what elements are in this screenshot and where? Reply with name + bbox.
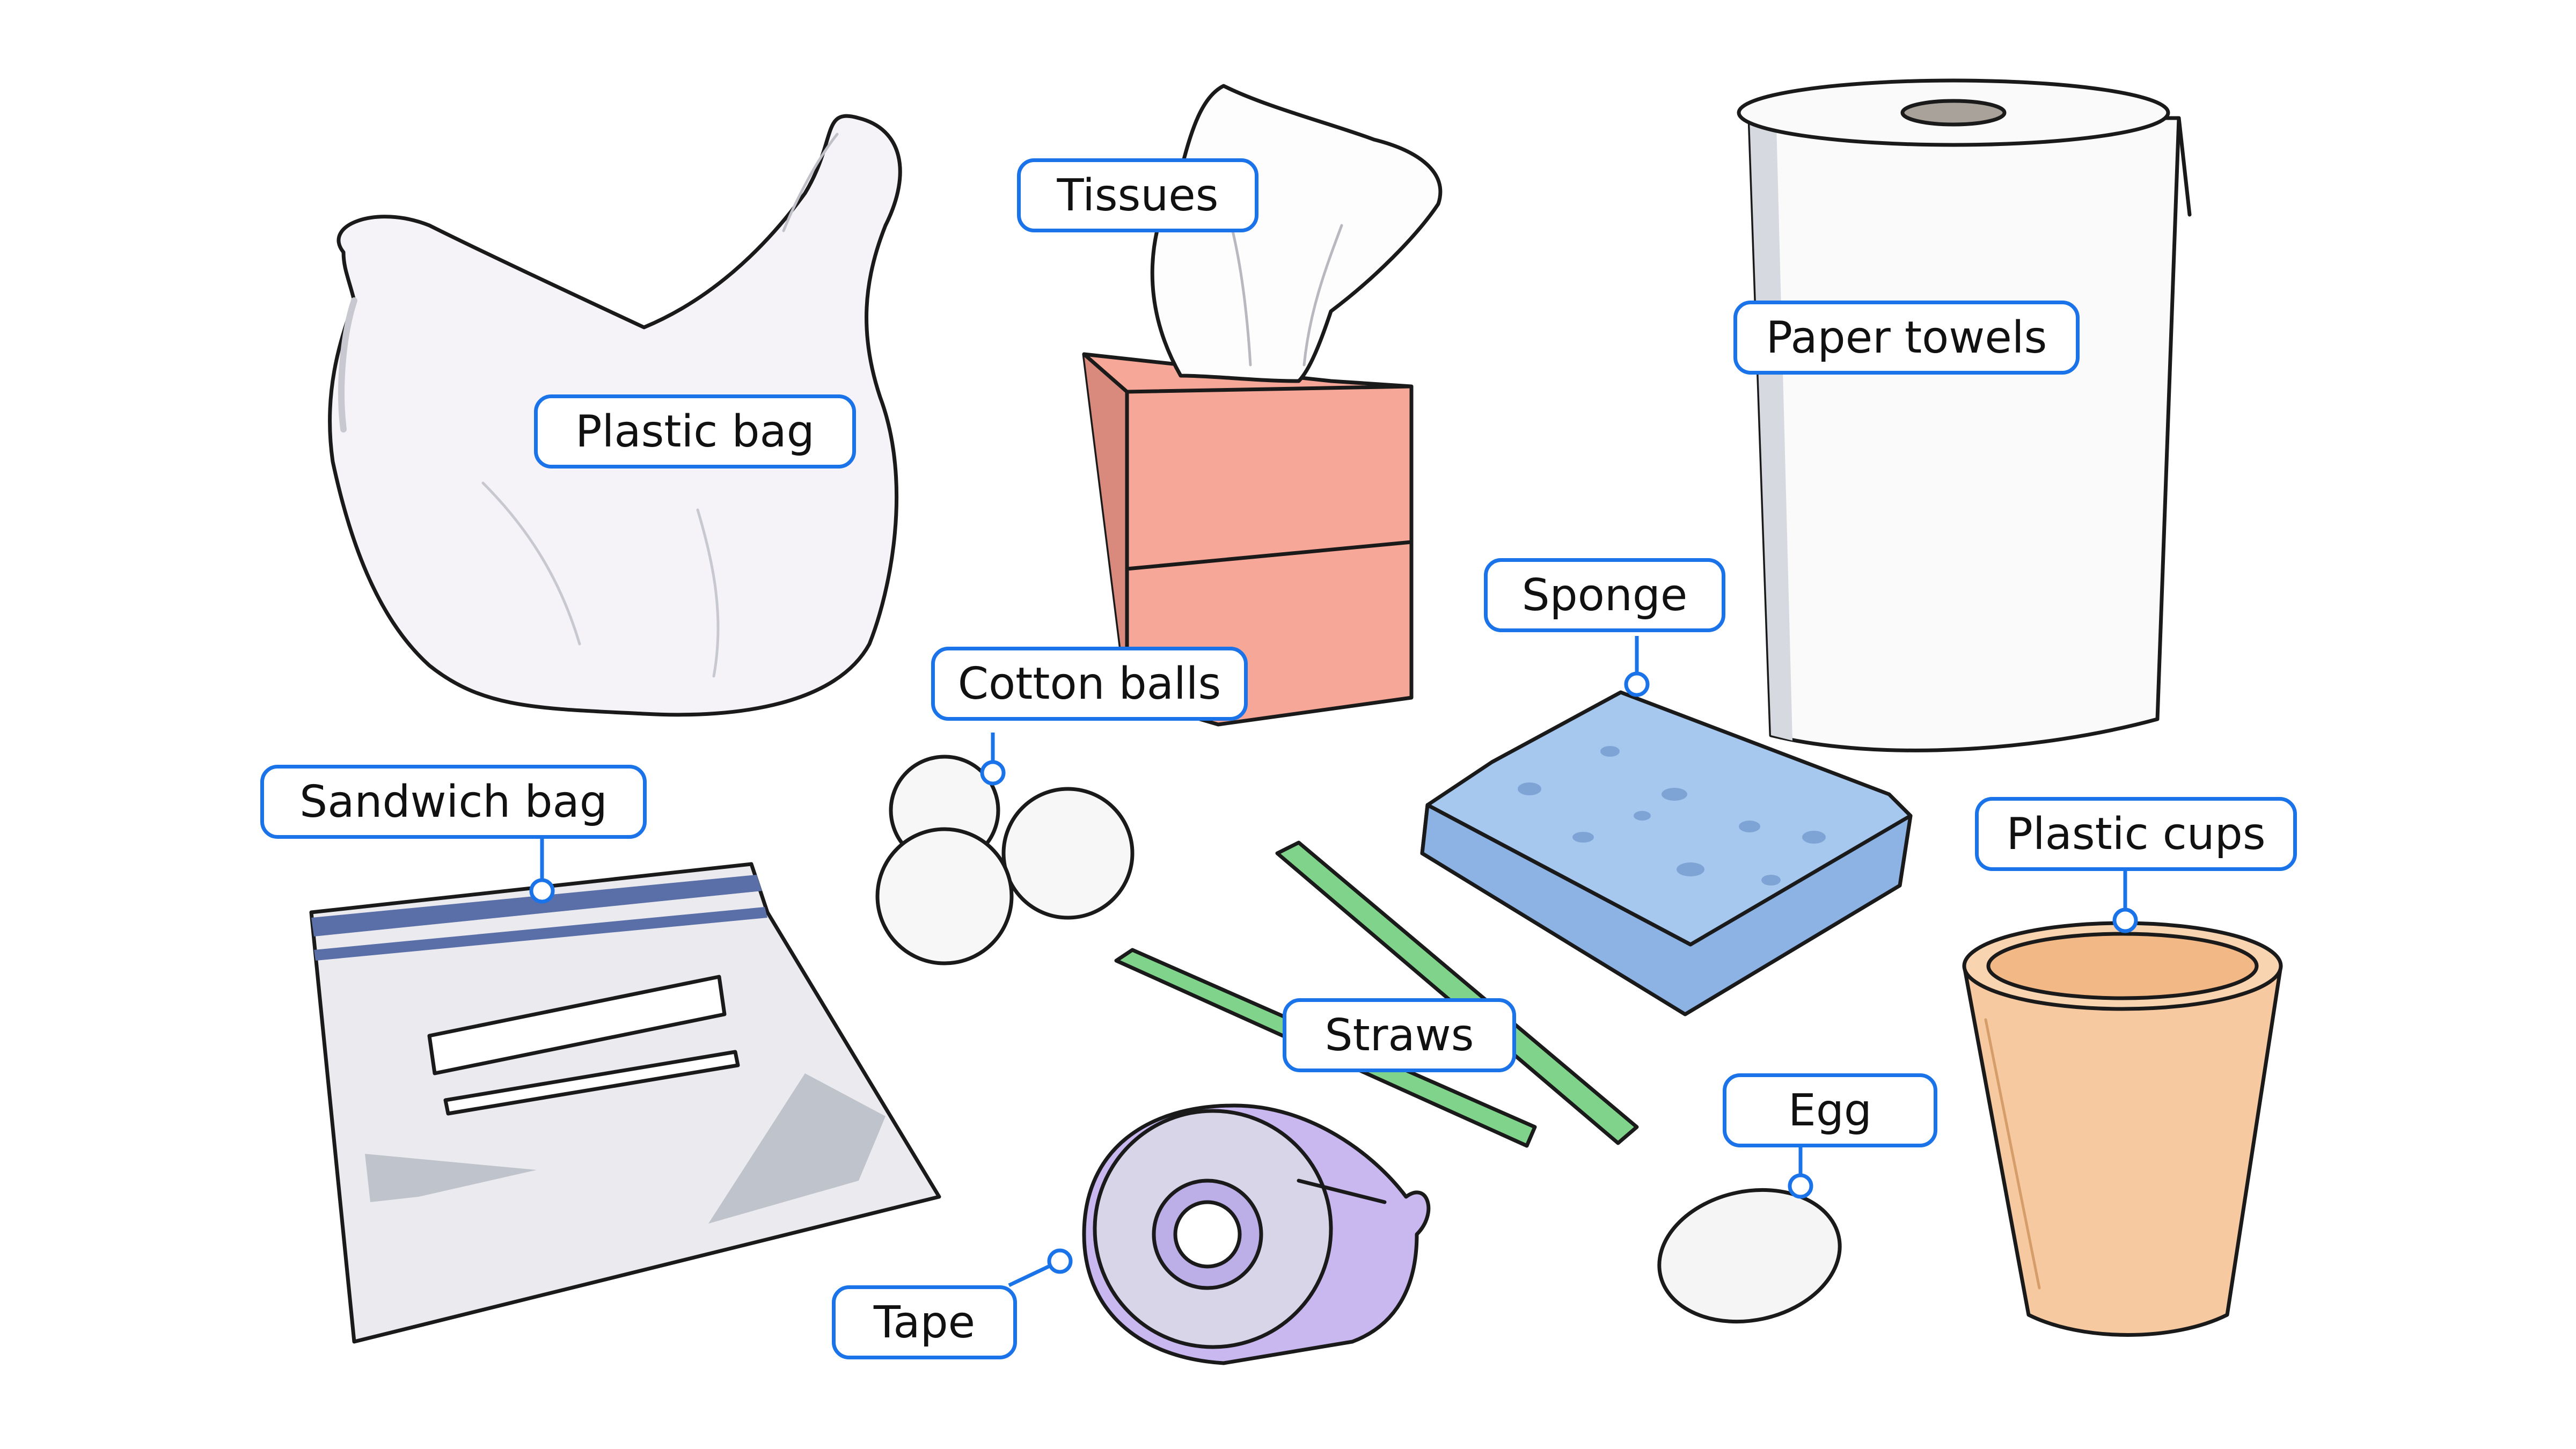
label-sandwich-bag: Sandwich bag (260, 765, 647, 839)
paper-towel-illustration (1737, 78, 2192, 752)
tape-dispenser-illustration (1082, 1103, 1431, 1365)
label-plastic-bag: Plastic bag (534, 394, 856, 469)
label-egg: Egg (1723, 1073, 1937, 1147)
label-paper-towels: Paper towels (1733, 301, 2080, 375)
label-plastic-cups: Plastic cups (1975, 797, 2297, 871)
connectors (529, 636, 2138, 1287)
sandwich-bag-illustration (309, 862, 941, 1344)
plastic-cup-illustration (1962, 921, 2283, 1337)
label-tissues: Tissues (1017, 158, 1258, 232)
egg-illustration (1657, 1188, 1842, 1324)
sponge-illustration (1420, 690, 1913, 1016)
cotton-balls-illustration (875, 755, 1135, 965)
plastic-cups-dot (2112, 908, 2138, 933)
tape-dot (1047, 1248, 1073, 1274)
egg-dot (1788, 1173, 1813, 1199)
sponge-dot (1624, 671, 1650, 697)
label-sponge: Sponge (1484, 558, 1725, 632)
label-straws: Straws (1283, 998, 1516, 1072)
sandwich-bag-dot (529, 878, 555, 904)
cotton-balls-dot (980, 760, 1006, 786)
label-tape: Tape (832, 1285, 1017, 1359)
tissue-box-illustration (1082, 84, 1443, 727)
label-cotton-balls: Cotton balls (931, 647, 1248, 721)
